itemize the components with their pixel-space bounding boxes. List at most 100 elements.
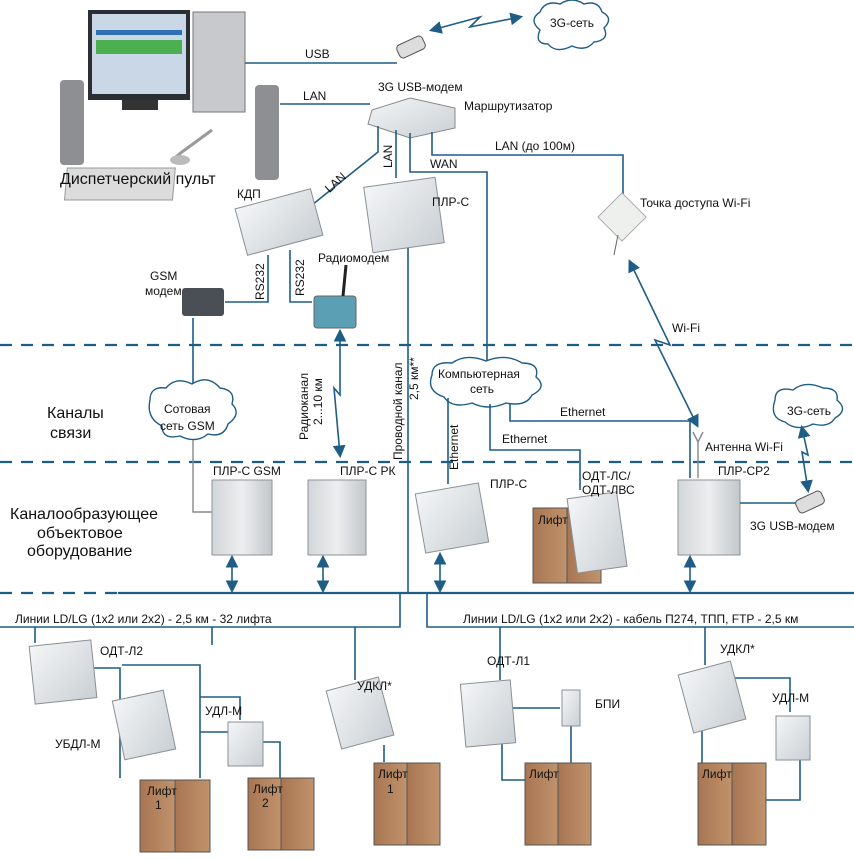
radio-channel-label-1: Радиоканал — [297, 373, 311, 440]
ld-lg-line-right — [426, 593, 854, 628]
router-icon — [367, 97, 456, 139]
wifi-antenna-icon — [692, 431, 704, 478]
lift-3-icon — [406, 762, 441, 846]
rs232-radio-label: RS232 — [293, 259, 307, 296]
lift-2-label: Лифт — [253, 782, 283, 796]
3g-cloud-top-label: 3G-сеть — [550, 16, 594, 30]
ubdl-m-label: УБДЛ-М — [55, 737, 101, 751]
usb-modem-label: 3G USB-модем — [378, 80, 463, 94]
plr-c-rk-cabinet-icon — [307, 479, 367, 556]
usb-modem-lower-icon — [795, 490, 825, 514]
lan-kdp-line — [311, 126, 379, 206]
udl-m-right-label: УДЛ-М — [772, 691, 809, 705]
bpi-label: БПИ — [595, 697, 620, 711]
lift-2-icon — [280, 777, 315, 851]
kdp-label: КДП — [237, 187, 261, 201]
plr-sr2-cabinet-icon — [677, 479, 741, 556]
wifi-access-point-icon — [597, 192, 647, 242]
lan-label: LAN — [303, 89, 326, 103]
wan-line — [409, 133, 488, 365]
radiomodem-icon — [313, 295, 357, 329]
computer-network-cloud — [429, 356, 542, 408]
odt-ls-device-icon — [566, 491, 628, 574]
plr-c-lower-label: ПЛР-С — [490, 477, 528, 491]
3g-cloud-top — [533, 0, 610, 51]
odt-l2-device-icon — [28, 639, 98, 705]
udkl-right-device-icon — [677, 660, 747, 734]
lift-1-number: 1 — [155, 798, 162, 812]
gsm-antenna-line — [192, 440, 212, 513]
lan-plr-label: LAN — [381, 145, 395, 168]
usb-modem-lower-label: 3G USB-модем — [750, 519, 835, 533]
udkl-left-label: УДКЛ* — [357, 679, 392, 693]
plr-c-gsm-label: ПЛР-С GSM — [213, 464, 281, 478]
radio-channel-link — [332, 328, 347, 459]
bus-connections — [225, 551, 697, 594]
radio-channel-label-2: 2...10 км — [311, 378, 325, 425]
wan-label: WAN — [430, 157, 458, 171]
lift-1-icon — [174, 779, 211, 853]
wifi-label: Wi-Fi — [672, 321, 700, 335]
ethernet-odt-line — [489, 404, 581, 490]
wired-channel-label-1: Проводной канал — [391, 363, 405, 460]
usb-modem-icon — [396, 35, 426, 59]
udl-m-left-label: УДЛ-М — [205, 704, 242, 718]
ld-lg-line-left — [0, 593, 401, 628]
odt-l1-wiring — [499, 627, 572, 781]
lift-2-number: 2 — [262, 796, 269, 810]
lift-door-left-icon — [532, 507, 568, 584]
plr-c-device-icon-lower — [414, 482, 490, 554]
odt-ls-label-1: ОДТ-ЛС/ — [582, 469, 631, 483]
udkl-left-device-icon — [325, 676, 395, 750]
channels-title-2: связи — [50, 425, 91, 442]
ethernet-vertical-label: Ethernet — [447, 424, 461, 470]
rs232-gsm-label: RS232 — [253, 263, 267, 300]
udl-m-right-device-icon — [775, 715, 811, 761]
speaker-left-icon — [60, 80, 84, 165]
wifi-link — [628, 259, 699, 428]
udkl-right-label: УДКЛ* — [720, 642, 755, 656]
equipment-title-1: Каналообразующее — [10, 506, 158, 523]
gsm-cloud-label-2: сеть GSM — [160, 419, 215, 433]
gsm-cloud — [148, 379, 237, 441]
lan-100-label: LAN (до 100м) — [495, 139, 575, 153]
plr-c-device-icon — [363, 176, 445, 254]
lift-4-label: Лифт — [529, 767, 559, 781]
lift-1-label: Лифт — [147, 784, 177, 798]
plr-c-gsm-cabinet-icon — [211, 479, 273, 556]
equipment-title-3: оборудование — [27, 543, 132, 560]
console-label: Диспетчерский пульт — [60, 171, 216, 188]
ethernet-plr-sr2-label: Ethernet — [560, 405, 606, 419]
computer-network-label-1: Компьютерная — [438, 367, 520, 381]
wifi-antenna-label: Антенна Wi-Fi — [705, 440, 783, 454]
usb-label: USB — [305, 47, 330, 61]
odt-l1-label: ОДТ-Л1 — [487, 654, 530, 668]
lan-100-line — [431, 132, 624, 200]
ld-lg-left-label: Линии LD/LG (1х2 или 2х2) - 2,5 км - 32 … — [15, 612, 272, 626]
3g-cloud-bottom-label: 3G-сеть — [787, 404, 831, 418]
wired-channel-label-2: 2,5 км** — [407, 357, 421, 400]
gsm-cloud-label-1: Сотовая — [164, 402, 211, 416]
ethernet-odt-label: Ethernet — [502, 432, 548, 446]
lift-3-number: 1 — [387, 782, 394, 796]
gsm-modem-label-2: модем — [145, 284, 182, 298]
odt-ls-label-2: ОДТ-ЛВС — [582, 483, 635, 497]
keyboard-icon — [63, 167, 176, 201]
wifi-ap-label: Точка доступа Wi-Fi — [640, 196, 750, 210]
speaker-right-icon — [255, 85, 279, 180]
rs232-radio-line — [289, 250, 312, 303]
udkl-left-wiring — [354, 627, 385, 762]
3g-radio-link — [428, 12, 524, 34]
lift-5-icon — [731, 762, 767, 846]
odt-l1-device-icon — [459, 679, 517, 748]
ethernet-plr-sr2-line — [509, 404, 691, 478]
odt-l2-label: ОДТ-Л2 — [100, 644, 143, 658]
rs232-gsm-line — [225, 255, 269, 303]
computer-network-label-2: сеть — [470, 382, 494, 396]
ld-lg-right-label: Линии LD/LG (1х2 или 2х2) - кабель П274,… — [463, 612, 798, 626]
lift-3-label: Лифт — [378, 767, 408, 781]
udl-m-left-device-icon — [227, 721, 264, 767]
bpi-device-icon — [561, 689, 581, 727]
radiomodem-label: Радиомодем — [318, 251, 389, 265]
